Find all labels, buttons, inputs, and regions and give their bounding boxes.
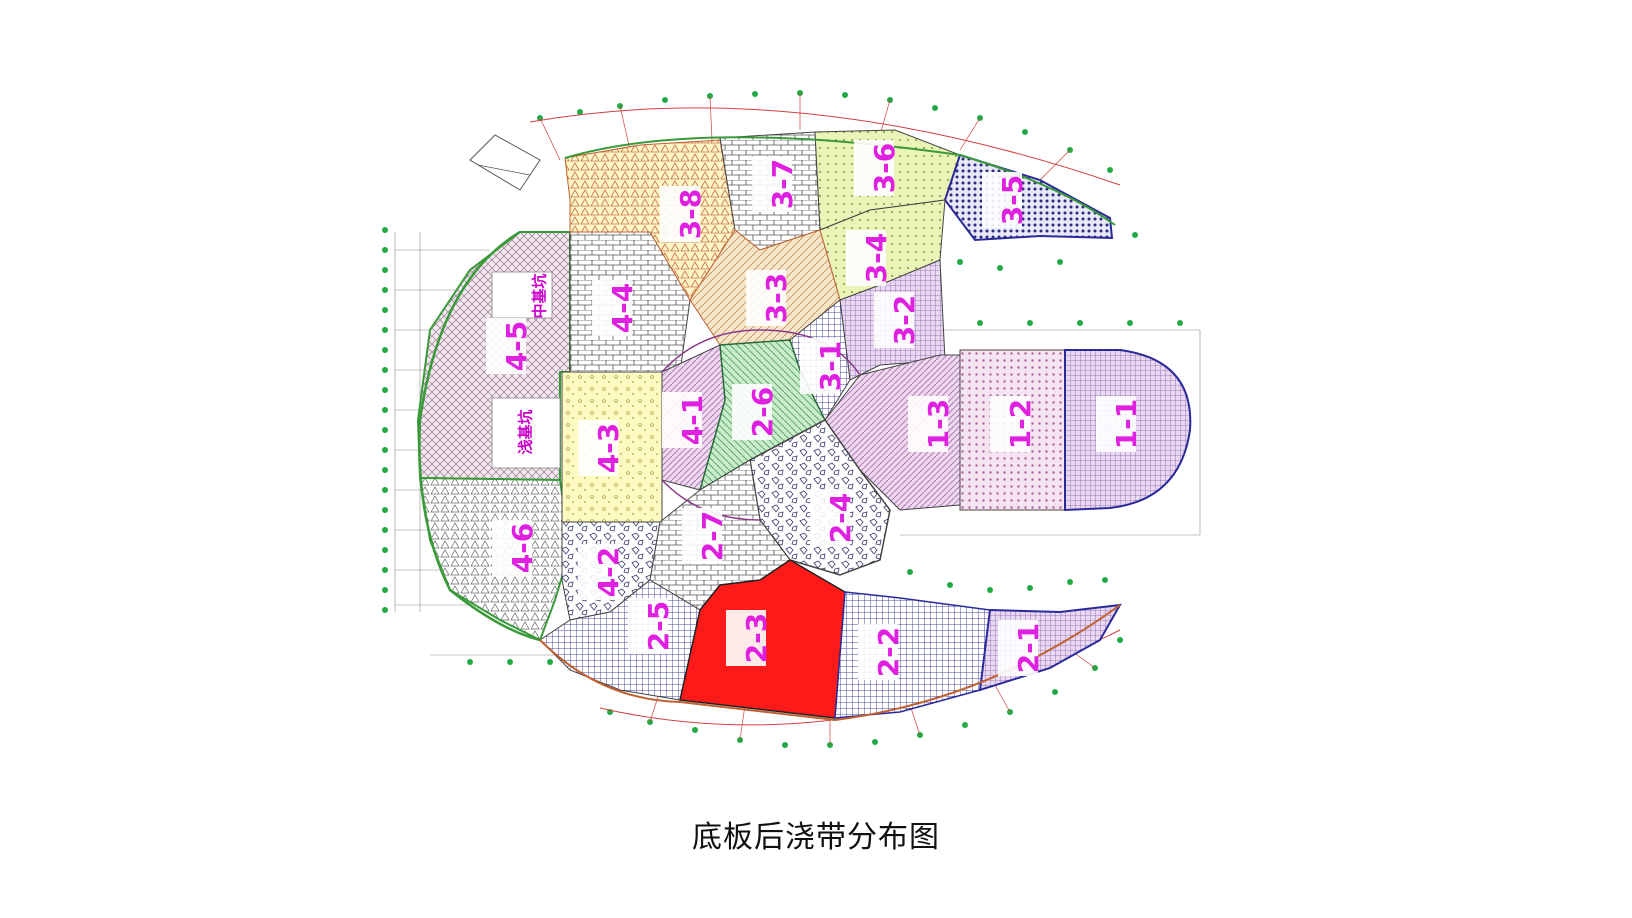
upper-pit-box — [491, 271, 553, 319]
outer-arc-top — [529, 107, 1121, 186]
zone-label-2-2: 2-2 — [872, 627, 905, 678]
building-outline-left — [418, 230, 541, 642]
zone-label-2-5: 2-5 — [642, 601, 675, 652]
building-outline-bottom — [539, 604, 1121, 722]
zone-label-3-6: 3-6 — [868, 143, 901, 194]
detail-line-1 — [477, 164, 531, 176]
zone-label-3-7: 3-7 — [766, 159, 799, 210]
zone-label-2-1: 2-1 — [1012, 623, 1045, 674]
zone-label-3-1: 3-1 — [814, 341, 847, 392]
zone-label-1-2: 1-2 — [1004, 399, 1037, 450]
zone-label-3-4: 3-4 — [860, 233, 893, 284]
zone-label-4-1: 4-1 — [676, 395, 709, 446]
zone-label-3-3: 3-3 — [760, 273, 793, 324]
zone-label-3-5: 3-5 — [996, 175, 1029, 226]
radial-ticks — [539, 93, 1096, 745]
zone-label-1-3: 1-3 — [922, 399, 955, 450]
zone-label-4-3: 4-3 — [592, 423, 625, 474]
pit-label-upper: 中基坑 — [531, 273, 549, 318]
detail-upper-left — [469, 134, 541, 191]
zone-label-2-4: 2-4 — [824, 493, 857, 544]
zone-label-2-7: 2-7 — [696, 511, 729, 562]
zone-label-backgrounds — [486, 140, 1136, 680]
zone-label-3-2: 3-2 — [888, 295, 921, 346]
zone-label-2-6: 2-6 — [746, 387, 779, 438]
pit-label-lower: 浅基坑 — [517, 409, 535, 454]
zone-label-3-8: 3-8 — [674, 189, 707, 240]
zone-label-4-6: 4-6 — [506, 523, 539, 574]
zone-label-4-2: 4-2 — [592, 547, 625, 598]
zone-labels: 1-1 1-2 1-3 2-1 2-2 2-3 2-4 2-5 2-6 2-7 … — [500, 143, 1143, 678]
zone-label-4-4: 4-4 — [606, 283, 639, 334]
diagram-caption: 底板后浇带分布图 — [692, 820, 940, 855]
axis-grid — [394, 232, 1201, 656]
zone-label-1-1: 1-1 — [1110, 399, 1143, 450]
zone-label-2-3: 2-3 — [740, 613, 773, 664]
lower-pit-box — [491, 397, 561, 469]
axis-markers-bottom — [467, 637, 1123, 748]
axis-markers-left — [382, 227, 388, 613]
building-outline-top — [564, 136, 1116, 226]
axis-markers-right — [907, 320, 1183, 593]
zone-label-4-5: 4-5 — [500, 321, 533, 372]
